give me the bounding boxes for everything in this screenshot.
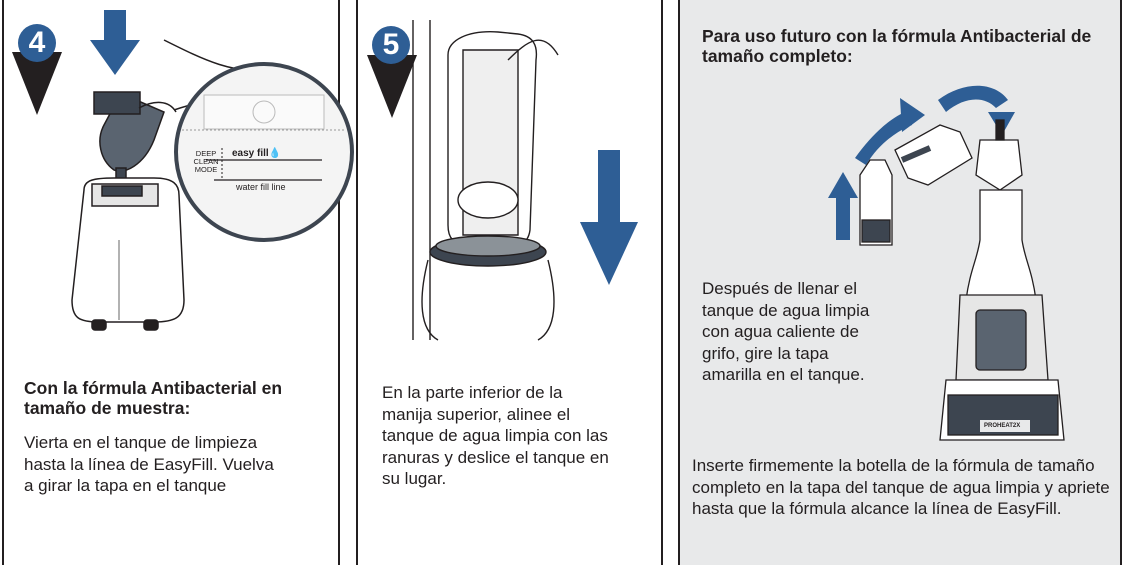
step-4-heading: Con la fórmula Antibacterial en tamaño d… [24, 378, 283, 418]
future-use-panel: Para uso futuro con la fórmula Antibacte… [678, 0, 1122, 565]
step-5-panel: 5 En la parte inferior de la manija supe… [356, 0, 663, 565]
future-use-heading: Para uso futuro con la fórmula Antibacte… [702, 26, 1092, 66]
step-marker-triangle [12, 10, 354, 331]
step-5-illustration [367, 20, 638, 341]
step-4-body: Vierta en el tanque de limpieza hasta la… [24, 433, 274, 495]
easy-fill-text: easy fill [232, 148, 269, 159]
step-number-badge: 5 [372, 26, 410, 64]
step-5-body: En la parte inferior de la manija superi… [382, 383, 609, 488]
step-4-panel: 4 DEEP CLEAN MODE easy fill💧 water fill … [2, 0, 354, 565]
vacuum-illustration [939, 189, 1065, 441]
step-marker-triangle [367, 55, 417, 118]
deep-clean-label: DEEP CLEAN MODE [193, 149, 219, 174]
step-number-badge: 4 [18, 24, 56, 62]
vacuum-tank-illustration [412, 20, 559, 341]
bottle-illustration [859, 119, 1023, 246]
device-model-label: PROHEAT2X [984, 423, 1021, 429]
full-size-bottle-illustration [828, 85, 1065, 441]
water-fill-line-label: water fill line [236, 182, 286, 192]
zoom-detail-circle [174, 62, 354, 242]
easy-fill-label: easy fill💧 [232, 148, 281, 159]
down-arrow-icon [580, 150, 638, 285]
future-use-body-left: Después de llenar el tanque de agua limp… [702, 279, 870, 384]
water-drop-icon: 💧 [268, 148, 282, 159]
future-use-body-bottom: Inserte firmemente la botella de la fórm… [692, 456, 1110, 518]
down-arrow-icon [90, 10, 140, 75]
tank-illustration [71, 177, 185, 331]
